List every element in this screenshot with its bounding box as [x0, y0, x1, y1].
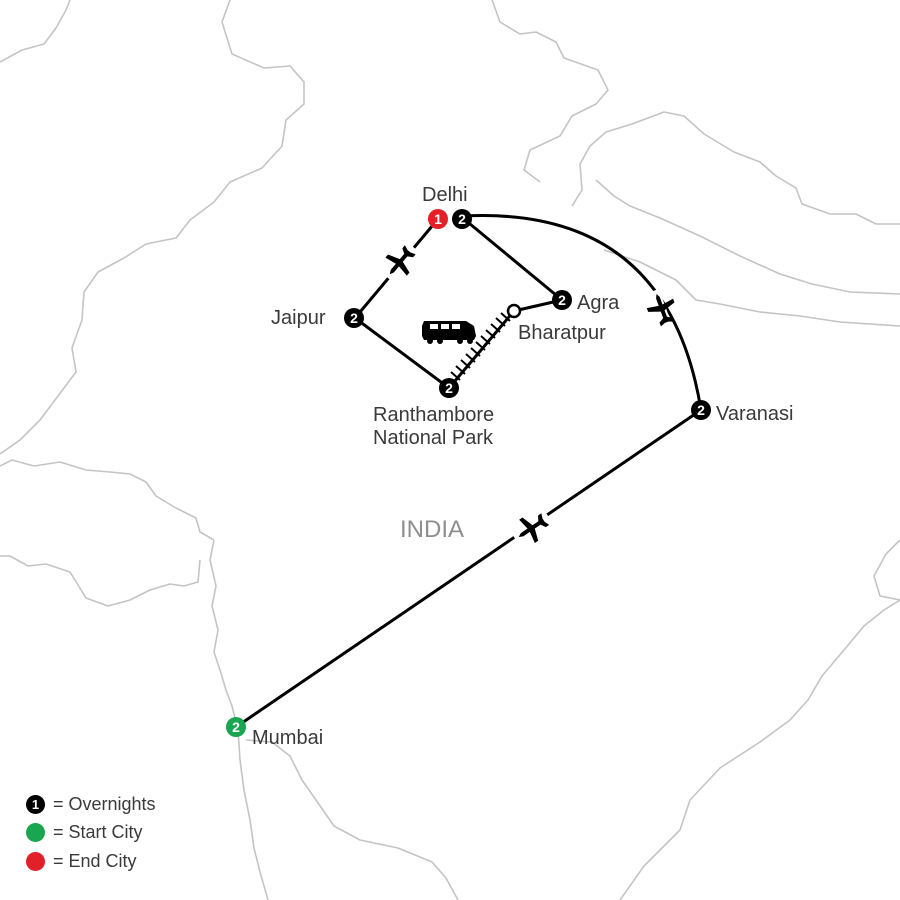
- city-label-ranthambore-line2: National Park: [373, 427, 494, 449]
- route-delhi-varanasi-flight: [463, 214, 703, 411]
- legend-start: = Start City: [26, 821, 143, 843]
- svg-text:1: 1: [434, 211, 442, 227]
- routes: [235, 214, 703, 729]
- route-delhi-agra: [463, 217, 563, 302]
- legend-overnight-marker: 1: [26, 794, 45, 814]
- border-nepal-north: [595, 179, 900, 295]
- legend-end: = End City: [26, 850, 137, 872]
- bharatpur-marker: [506, 303, 522, 319]
- border-china: [571, 111, 900, 225]
- city-label-ranthambore-line1: Ranthambore: [373, 404, 495, 426]
- city-label-jaipur: Jaipur: [271, 307, 326, 329]
- svg-text:2: 2: [350, 310, 358, 326]
- city-label-mumbai: Mumbai: [252, 727, 324, 749]
- border-state-east: [619, 599, 900, 900]
- border-northwest: [0, 0, 71, 63]
- legend-overnights: 1 = Overnights: [26, 793, 156, 815]
- svg-text:2: 2: [232, 719, 240, 735]
- varanasi-overnight-marker: 2: [691, 400, 711, 420]
- country-label: INDIA: [400, 516, 465, 543]
- ranthambore-overnight-marker: 2: [439, 378, 459, 398]
- delhi-end-marker: 1: [428, 209, 448, 229]
- legend-start-label: = Start City: [53, 821, 143, 842]
- city-label-varanasi: Varanasi: [716, 403, 794, 425]
- city-label-agra: Agra: [577, 292, 620, 314]
- airplane-icon: [384, 244, 416, 280]
- city-label-delhi: Delhi: [422, 184, 468, 206]
- border-nepal-south: [603, 249, 900, 327]
- border-east-edge: [873, 539, 900, 601]
- jaipur-overnight-marker: 2: [344, 308, 364, 328]
- delhi-overnight-marker: 2: [452, 209, 472, 229]
- agra-overnight-marker: 2: [552, 290, 572, 310]
- border-west-coast: [0, 555, 201, 607]
- airplane-icon: [513, 513, 551, 543]
- route-varanasi-mumbai-flight: [235, 408, 702, 729]
- legend-start-marker: [26, 822, 45, 842]
- train-icon: [422, 321, 476, 344]
- border-state-south: [245, 739, 459, 900]
- border-north-pakistan: [0, 0, 305, 455]
- svg-text:2: 2: [697, 402, 705, 418]
- legend-end-marker: [26, 851, 45, 871]
- border-southwest-gulf: [0, 459, 215, 541]
- legend-end-label: = End City: [53, 850, 137, 871]
- railway-ties: [450, 312, 511, 381]
- airplane-icon: [646, 288, 675, 330]
- svg-text:2: 2: [458, 211, 466, 227]
- mumbai-start-marker: 2: [226, 717, 246, 737]
- city-label-bharatpur: Bharatpur: [518, 322, 606, 344]
- border-kashmir: [491, 0, 609, 183]
- route-jaipur-ranthambore: [354, 316, 450, 390]
- coastline-west: [209, 539, 269, 900]
- svg-text:2: 2: [558, 292, 566, 308]
- svg-text:2: 2: [445, 380, 453, 396]
- legend-overnights-label: = Overnights: [53, 793, 156, 814]
